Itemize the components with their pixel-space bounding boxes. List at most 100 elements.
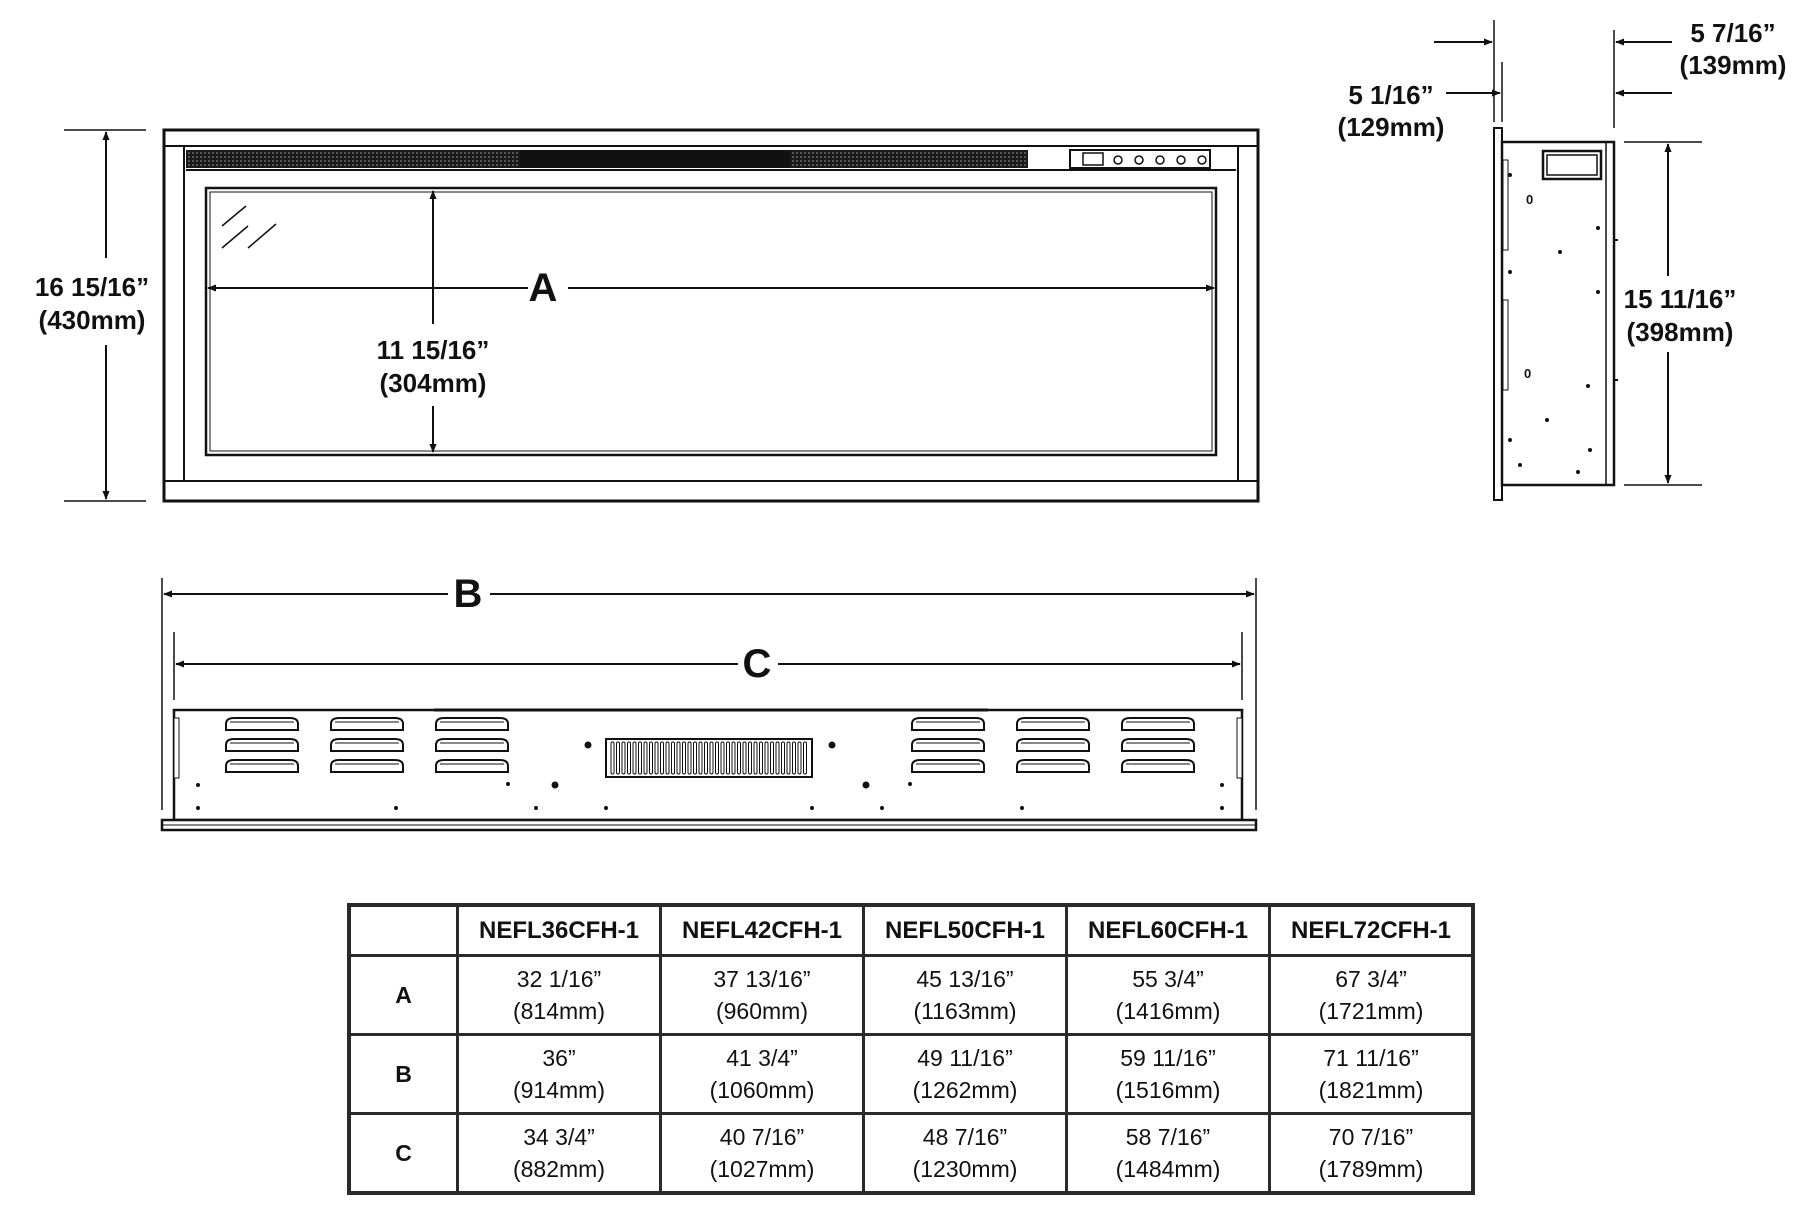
front-view: A 11 15/16” (304mm) 16 15/16” (430mm) <box>35 128 1260 503</box>
vent-bar <box>654 741 659 775</box>
vent-louver <box>225 717 299 731</box>
table-cell: 41 3/4” (1060mm) <box>659 1033 865 1115</box>
control-button <box>1134 155 1144 165</box>
glass-reflection-mark <box>221 205 247 227</box>
row-label: C <box>347 1112 459 1195</box>
vent-bar <box>742 741 747 775</box>
vent-louver <box>435 759 509 773</box>
dim-depth-inner-label: 5 1/16” <box>1348 80 1433 110</box>
vent-bar <box>792 741 796 775</box>
cell-inches: 58 7/16” <box>1125 1124 1211 1150</box>
cell-mm: (1721mm) <box>1318 998 1424 1024</box>
table-cell: 40 7/16”(1027mm) <box>659 1112 865 1195</box>
vent-bar <box>643 741 648 775</box>
dim-depth-inner-mm: (129mm) <box>1338 112 1445 142</box>
control-button <box>1197 155 1207 165</box>
vent-louver <box>330 717 404 731</box>
cell-mm: (814mm) <box>512 998 605 1024</box>
center-vent-bars <box>610 741 807 775</box>
dim-depth-outer-mm: (139mm) <box>1680 50 1787 80</box>
glass-reflection-mark <box>247 223 277 249</box>
vent-louver <box>435 717 509 731</box>
table-cell: 55 3/4”(1416mm) <box>1065 954 1271 1036</box>
dim-glass-height-label: 11 15/16” <box>377 335 490 365</box>
row-label: B <box>347 1033 459 1115</box>
dimensions-table: NEFL36CFH-1 NEFL42CFH-1 NEFL50CFH-1 NEFL… <box>347 903 1475 1195</box>
cell-mm: (1060mm) <box>709 1077 815 1103</box>
vent-bar <box>704 741 708 775</box>
table-header-model: NEFL60CFH-1 <box>1065 903 1271 957</box>
table-cell: 67 3/4” (1721mm) <box>1268 954 1475 1036</box>
vent-louver <box>330 759 404 773</box>
display-window <box>1082 152 1104 166</box>
cell-mm: (882mm) <box>512 1156 605 1182</box>
vent-bar <box>753 741 758 775</box>
table-header-corner <box>347 903 459 957</box>
vent-louver <box>330 738 404 752</box>
vent-bar <box>797 741 802 775</box>
table-cell: 58 7/16”(1484mm) <box>1065 1112 1271 1195</box>
table-cell: 59 11/16”(1516mm) <box>1065 1033 1271 1115</box>
table-header-model: NEFL72CFH-1 <box>1268 903 1475 957</box>
vent-bar <box>687 741 692 775</box>
control-button <box>1155 155 1165 165</box>
dim-depth-outer-label: 5 7/16” <box>1690 18 1775 48</box>
vent-bar <box>671 741 675 775</box>
table-cell: 70 7/16” (1789mm) <box>1268 1112 1475 1195</box>
vent-bar <box>770 741 774 775</box>
vent-bar <box>660 741 664 775</box>
vent-louver <box>911 738 985 752</box>
table-cell: 71 11/16”(1821mm) <box>1268 1033 1475 1115</box>
cell-mm: (1789mm) <box>1318 1156 1424 1182</box>
dim-side-height-mm: (398mm) <box>1627 317 1734 347</box>
vent-bar <box>764 741 769 775</box>
vent-bar <box>682 741 686 775</box>
vent-bar <box>726 741 730 775</box>
cell-inches: 67 3/4” <box>1335 966 1407 992</box>
side-marker: 0 <box>1526 192 1533 207</box>
cell-mm: (1163mm) <box>913 998 1017 1024</box>
vent-bar <box>775 741 780 775</box>
cell-inches: 70 7/16” <box>1328 1124 1414 1150</box>
table-cell: 32 1/16”(814mm) <box>456 954 662 1036</box>
table-row: B 36”(914mm) 41 3/4”(1060mm) 49 11/16”(1… <box>347 1033 1475 1115</box>
side-body <box>1500 140 1616 487</box>
vent-bar <box>759 741 763 775</box>
table-header-model: NEFL36CFH-1 <box>456 903 662 957</box>
vent-louver <box>1016 738 1090 752</box>
table-cell: 34 3/4”(882mm) <box>456 1112 662 1195</box>
top-view: B C <box>160 572 1258 832</box>
cell-inches: 41 3/4” <box>726 1045 798 1071</box>
vent-bar <box>731 741 736 775</box>
vent-bar <box>665 741 670 775</box>
cell-inches: 45 13/16” <box>916 966 1014 992</box>
vent-bar <box>781 741 785 775</box>
table-row: A 32 1/16”(814mm) 37 13/16”(960mm) 45 13… <box>347 954 1475 1036</box>
vent-louver <box>435 738 509 752</box>
vent-louver <box>225 738 299 752</box>
dim-height-label: 16 15/16” <box>35 272 149 302</box>
table-cell: 36”(914mm) <box>456 1033 662 1115</box>
vent-louvers <box>225 717 1195 773</box>
vent-bar <box>676 741 681 775</box>
dim-a-letter: A <box>529 266 558 310</box>
cell-inches: 49 11/16” <box>917 1045 1013 1071</box>
glass-reflection-mark <box>221 225 249 249</box>
vent-bar <box>610 741 615 775</box>
vent-louver <box>1121 738 1195 752</box>
dim-glass-height-mm: (304mm) <box>380 368 487 398</box>
vent-bar <box>715 741 719 775</box>
side-view: 0 0 5 1/16” (129mm) 5 7/16” (139mm) 15 1… <box>1338 18 1787 501</box>
vent-bar <box>803 741 807 775</box>
vent-bar <box>737 741 741 775</box>
vent-bar <box>621 741 626 775</box>
vent-louver <box>911 759 985 773</box>
vent-louver <box>911 717 985 731</box>
cell-inches: 71 11/16” <box>1323 1045 1419 1071</box>
cell-inches: 40 7/16” <box>719 1124 805 1150</box>
cell-mm: (1516mm) <box>1115 1077 1221 1103</box>
dim-c-letter: C <box>743 642 772 686</box>
vent-bar <box>698 741 703 775</box>
table-cell: 49 11/16”(1262mm) <box>862 1033 1068 1115</box>
